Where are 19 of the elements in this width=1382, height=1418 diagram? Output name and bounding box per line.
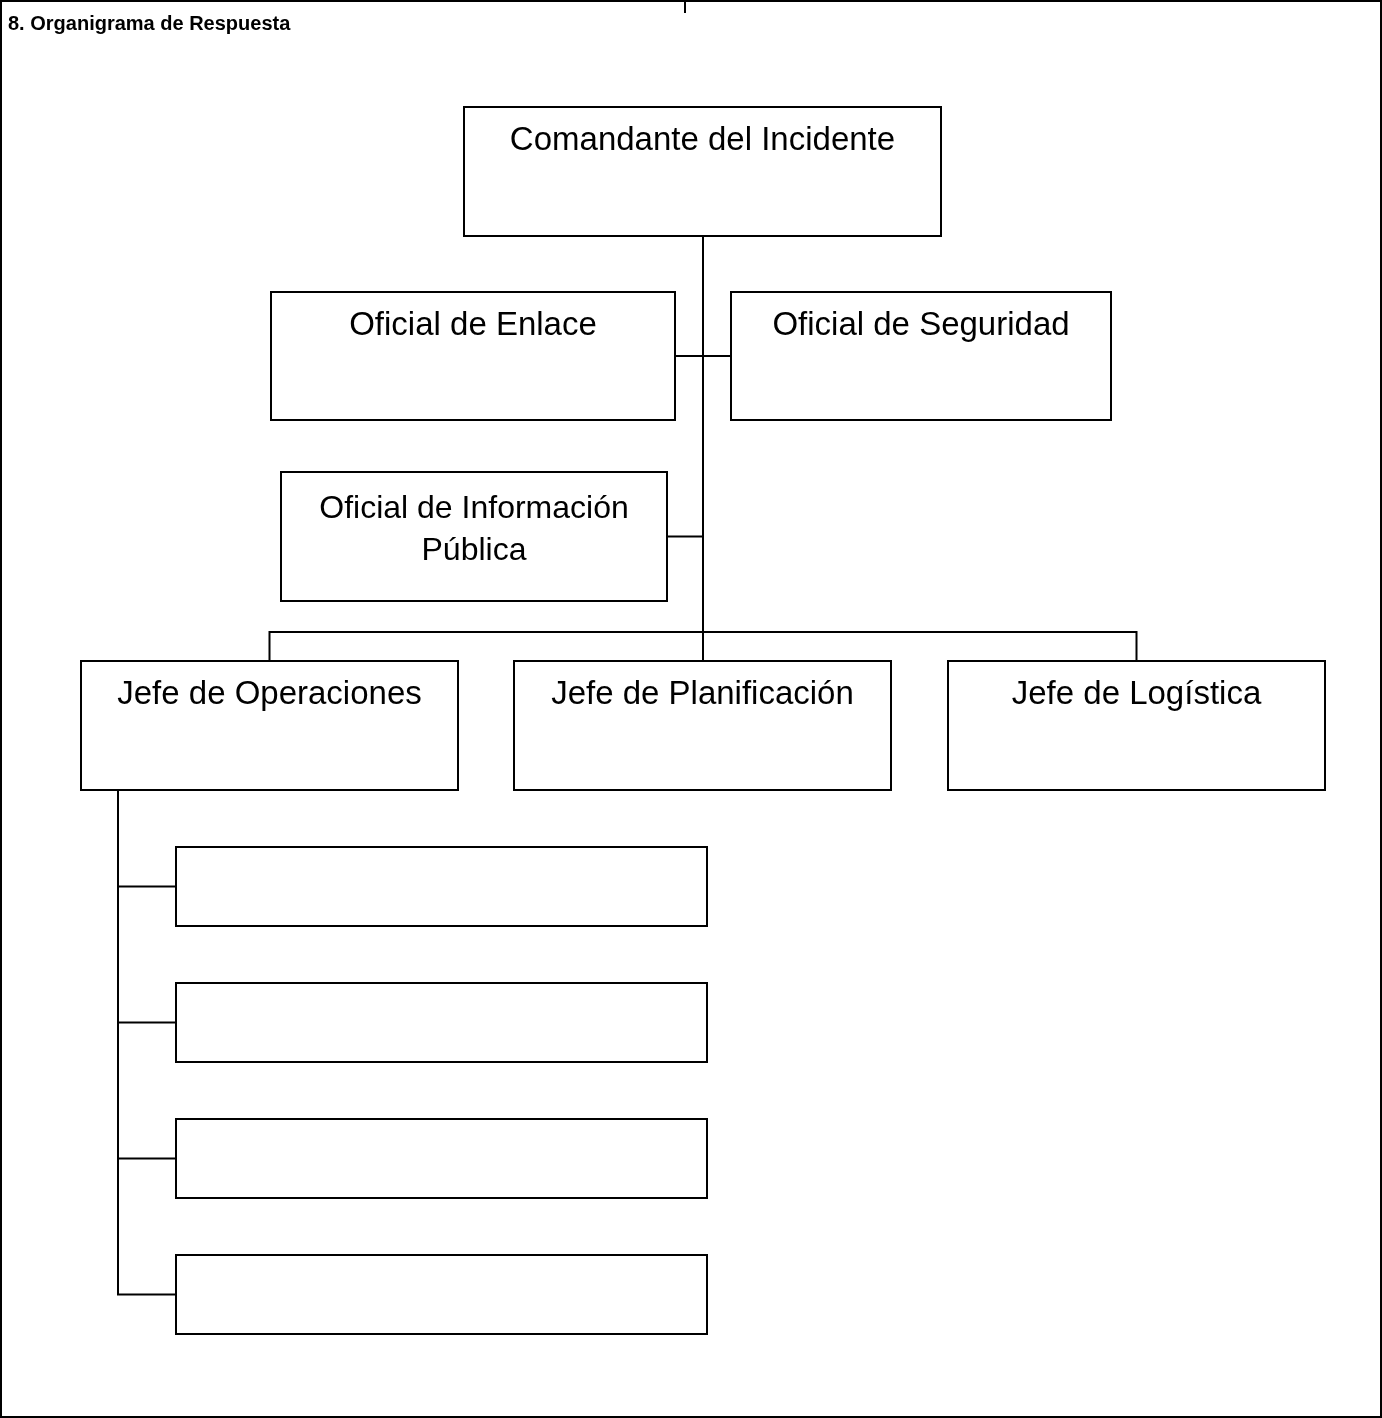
empty-box — [175, 982, 708, 1063]
role-title: Oficial de Enlace — [348, 304, 598, 344]
section-title: 8. Organigrama de Respuesta — [8, 12, 291, 35]
empty-box — [175, 846, 708, 927]
role-title: Oficial de Información Pública — [318, 488, 630, 569]
role-title: Jefe de Logística — [1010, 673, 1263, 713]
role-box — [270, 291, 676, 421]
role-title: Jefe de Planificación — [550, 673, 855, 713]
empty-box — [175, 1254, 708, 1335]
role-box — [463, 106, 942, 237]
role-box — [280, 471, 668, 602]
role-title: Comandante del Incidente — [508, 119, 897, 159]
role-title: Oficial de Seguridad — [771, 304, 1071, 344]
role-box — [80, 660, 459, 791]
role-box — [947, 660, 1326, 791]
role-box — [730, 291, 1112, 421]
role-box — [513, 660, 892, 791]
empty-box — [175, 1118, 708, 1199]
role-title: Jefe de Operaciones — [116, 673, 423, 713]
